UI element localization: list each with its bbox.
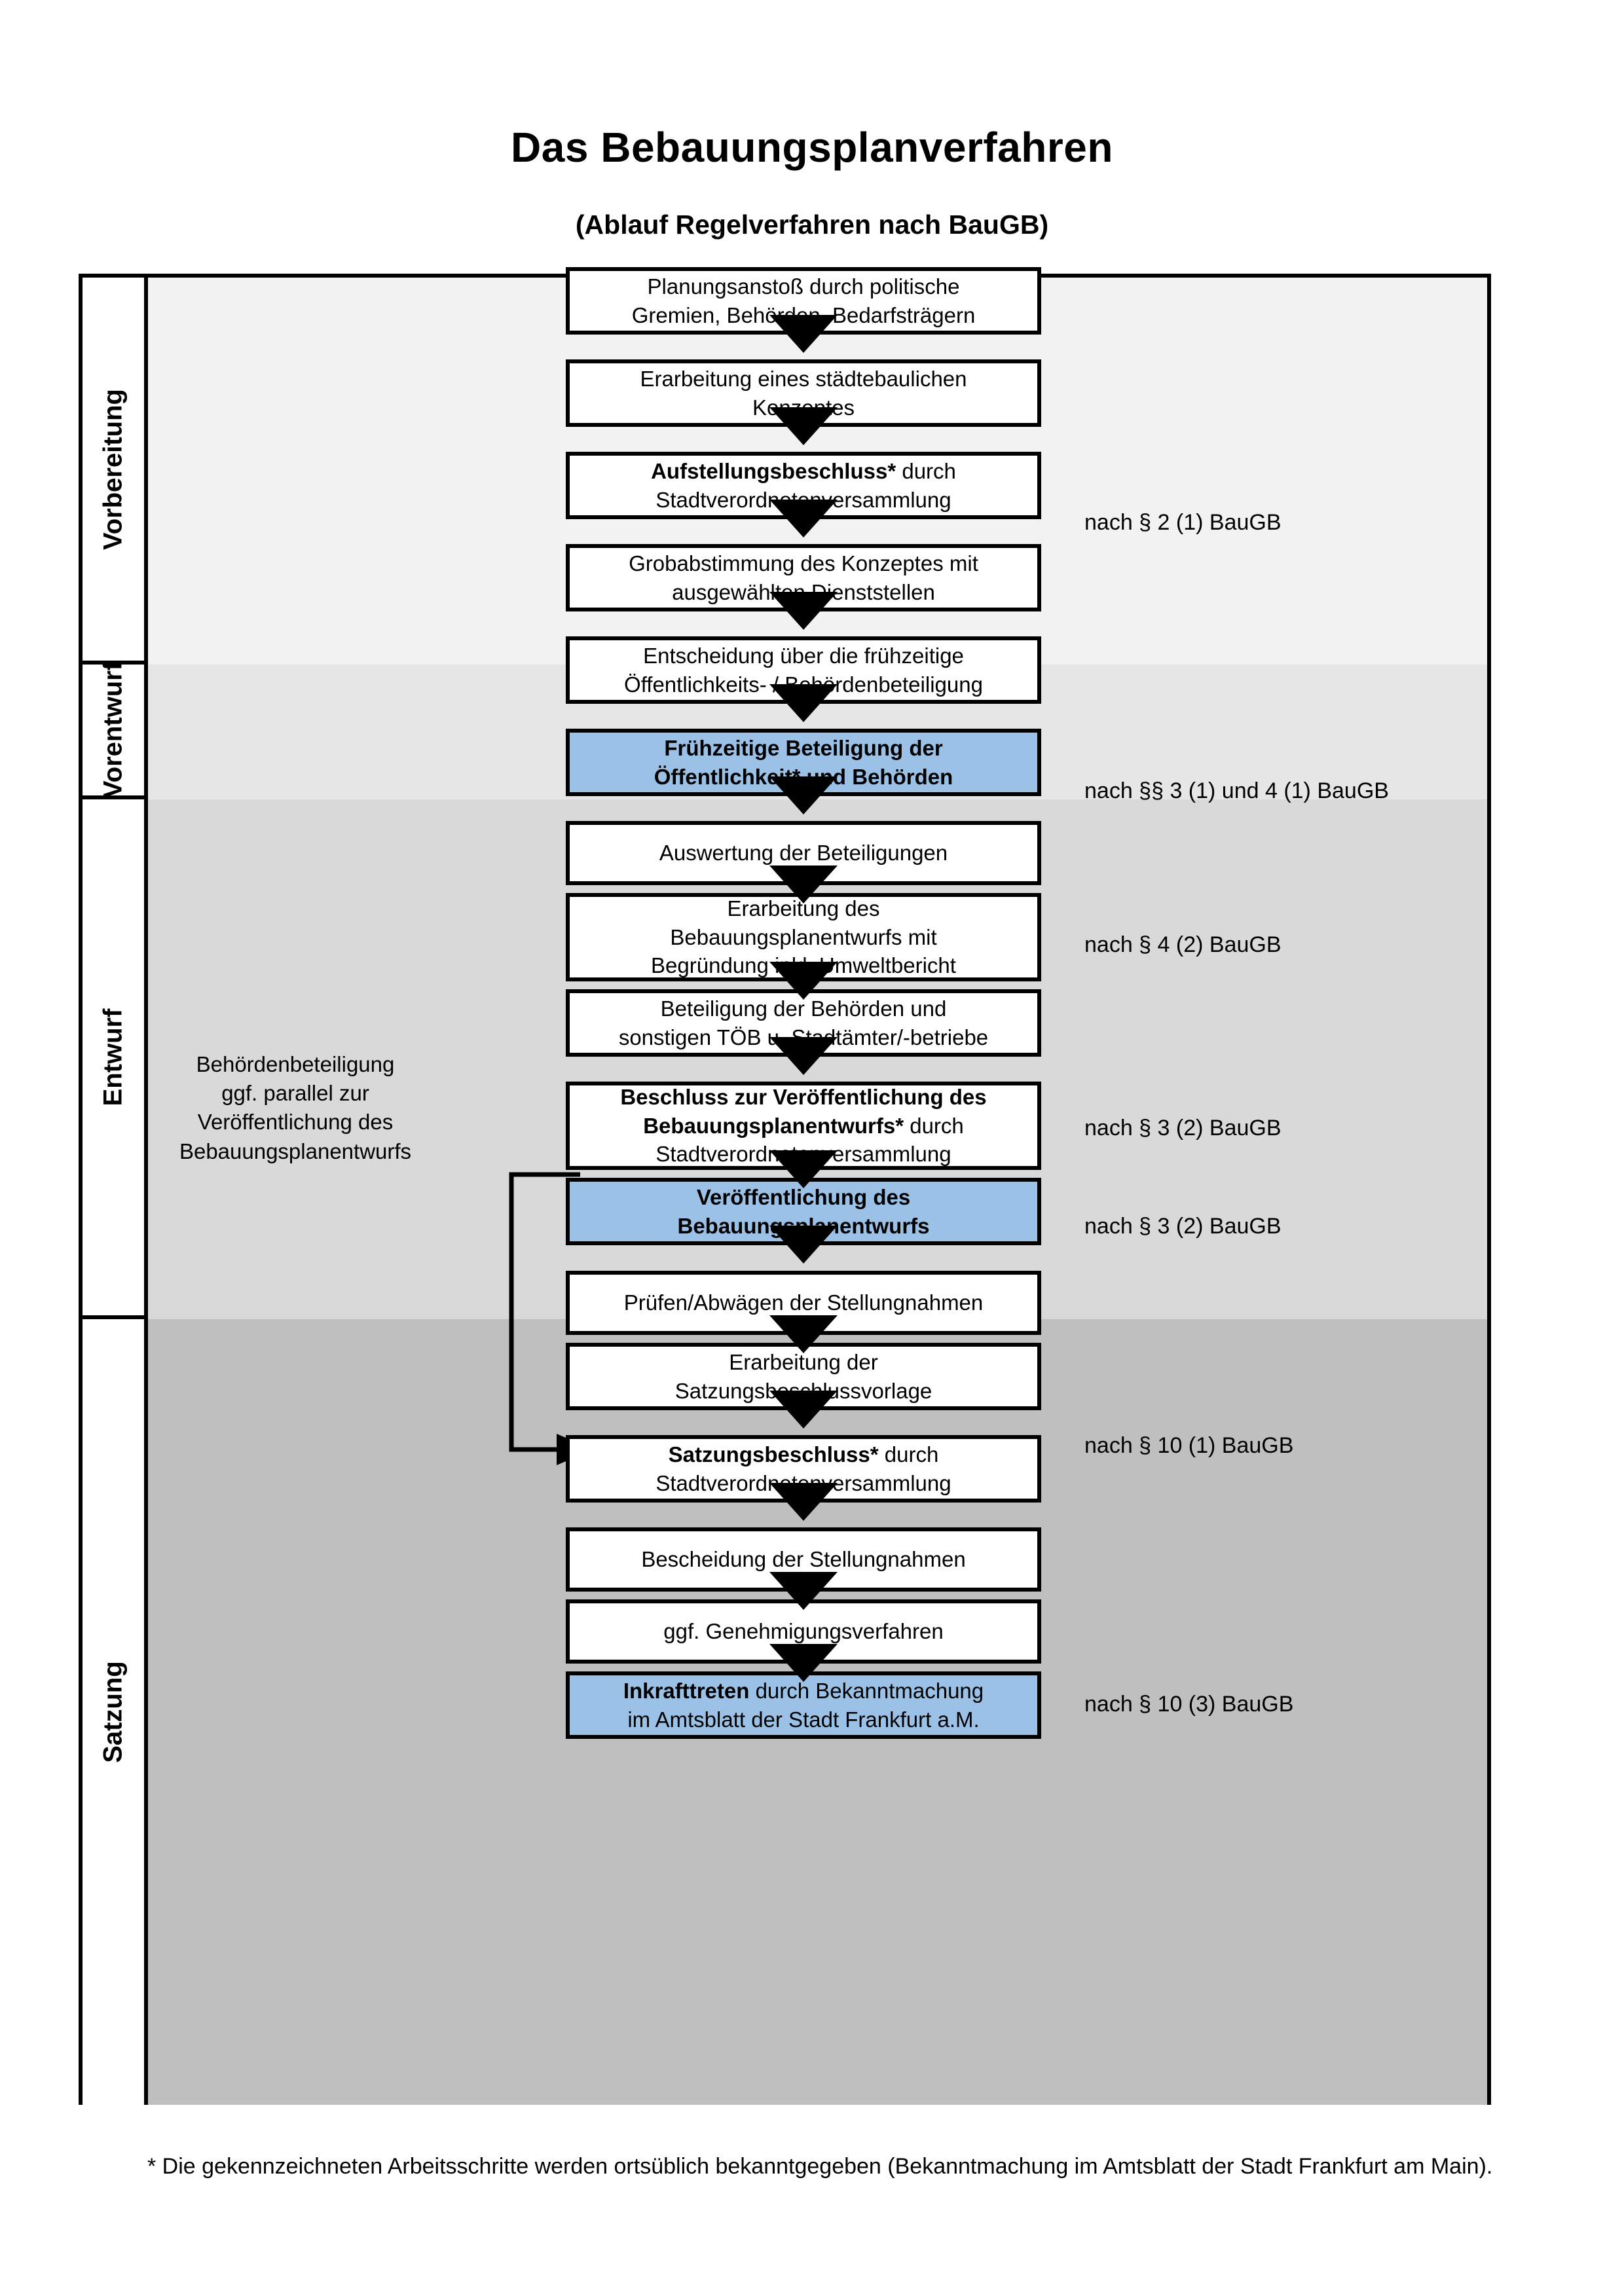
phase-label-text: Entwurf bbox=[98, 1008, 128, 1106]
flow-arrow bbox=[769, 1226, 838, 1264]
flow-arrow bbox=[769, 684, 838, 722]
phase-label-vorentwurf: Vorentwurf bbox=[83, 661, 144, 799]
legal-reference-ref-par2-1: nach § 2 (1) BauGB bbox=[1084, 510, 1282, 535]
phase-label-column: Vorbereitung Vorentwurf Entwurf Satzung bbox=[83, 278, 148, 2105]
flow-arrow bbox=[769, 592, 838, 630]
phase-label-text: Satzung bbox=[98, 1661, 128, 1763]
process-step-label: Auswertung der Beteiligungen bbox=[659, 841, 948, 866]
flow-arrow bbox=[769, 866, 838, 903]
flow-arrow bbox=[769, 1150, 838, 1188]
side-note-line: ggf. parallel zur bbox=[221, 1081, 369, 1106]
process-step-label: Prüfen/Abwägen der Stellungnahmen bbox=[623, 1290, 984, 1315]
process-step-pruefen-abwaegen: Prüfen/Abwägen der Stellungnahmen bbox=[566, 1271, 1041, 1335]
phase-label-text: Vorentwurf bbox=[98, 661, 128, 799]
legal-reference-ref-par4-2: nach § 4 (2) BauGB bbox=[1084, 932, 1282, 957]
page-subtitle: (Ablauf Regelverfahren nach BauGB) bbox=[575, 210, 1049, 240]
side-note-line: Behördenbeteiligung bbox=[196, 1052, 395, 1076]
legal-reference-ref-par3-2-a: nach § 3 (2) BauGB bbox=[1084, 1116, 1282, 1140]
flow-arrow bbox=[769, 1037, 838, 1075]
page-title: Das Bebauungsplanverfahren bbox=[511, 124, 1113, 171]
process-frame: Vorbereitung Vorentwurf Entwurf Satzung … bbox=[79, 267, 1491, 2105]
flow-arrow bbox=[769, 776, 838, 814]
flow-arrow bbox=[769, 500, 838, 538]
flow-arrow bbox=[769, 1391, 838, 1429]
flow-arrow bbox=[769, 1315, 838, 1353]
flow-arrow bbox=[769, 407, 838, 445]
flow-arrow bbox=[769, 1644, 838, 1682]
phase-label-vorbereitung: Vorbereitung bbox=[83, 278, 144, 665]
process-step-label: Bescheidung der Stellungnahmen bbox=[641, 1547, 966, 1572]
legal-reference-ref-par3-2-b: nach § 3 (2) BauGB bbox=[1084, 1214, 1282, 1239]
phase-label-entwurf: Entwurf bbox=[83, 799, 144, 1319]
side-note-line: Veröffentlichung des bbox=[197, 1110, 394, 1135]
flow-arrow bbox=[769, 315, 838, 353]
legal-reference-ref-par3-4-1: nach §§ 3 (1) und 4 (1) BauGB bbox=[1084, 778, 1389, 803]
flow-arrow bbox=[769, 1483, 838, 1521]
legal-reference-ref-par10-3: nach § 10 (3) BauGB bbox=[1084, 1692, 1294, 1717]
footnote: * Die gekennzeichneten Arbeitsschritte w… bbox=[147, 2154, 1493, 2179]
phase-label-text: Vorbereitung bbox=[98, 388, 128, 550]
flow-arrow bbox=[769, 962, 838, 1000]
legal-reference-ref-par10-1: nach § 10 (1) BauGB bbox=[1084, 1433, 1294, 1458]
flow-arrow bbox=[769, 1572, 838, 1610]
side-note-line: Bebauungsplanentwurfs bbox=[179, 1139, 412, 1163]
process-step-label: ggf. Genehmigungsverfahren bbox=[663, 1619, 944, 1644]
phase-label-satzung: Satzung bbox=[83, 1319, 144, 2105]
